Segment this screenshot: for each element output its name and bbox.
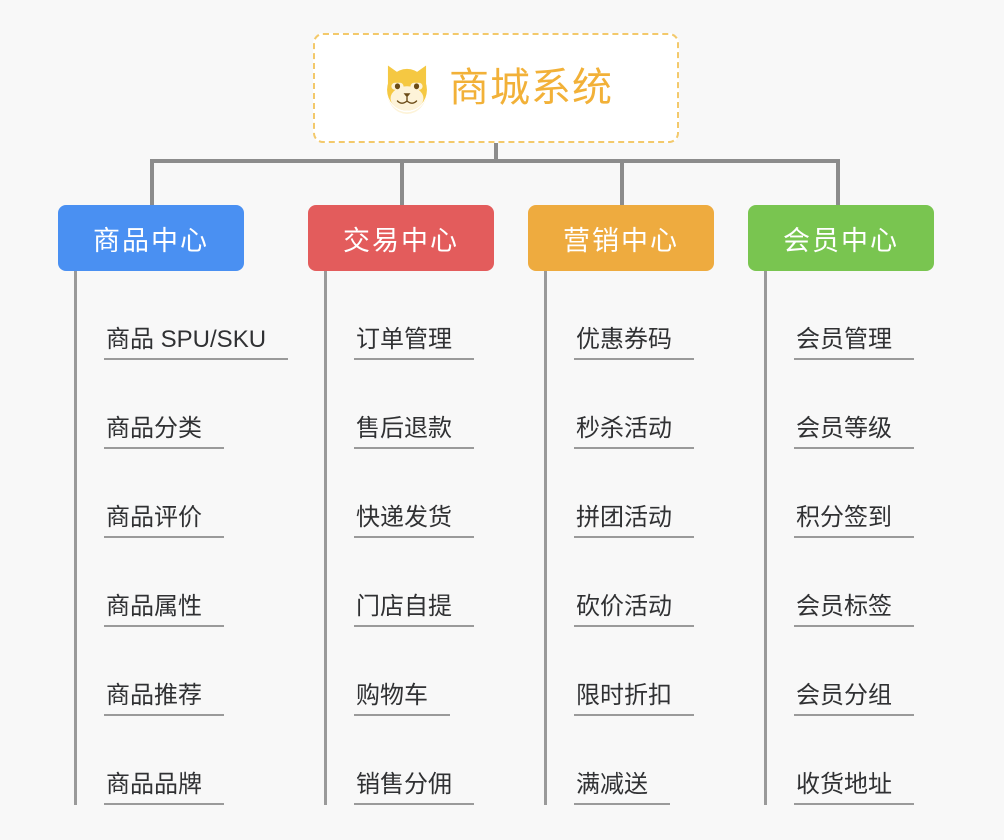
branch-column-2: 交易中心订单管理售后退款快递发货门店自提购物车销售分佣 — [308, 205, 494, 805]
leaf-item[interactable]: 秒杀活动 — [528, 360, 714, 449]
leaf-item-label: 门店自提 — [354, 593, 474, 627]
leaf-item-label: 砍价活动 — [574, 593, 694, 627]
branch-column-3: 营销中心优惠券码秒杀活动拼团活动砍价活动限时折扣满减送 — [528, 205, 714, 805]
connector-drop-2 — [400, 159, 404, 207]
leaf-item-label: 售后退款 — [354, 415, 474, 449]
leaf-item[interactable]: 商品 SPU/SKU — [58, 271, 289, 360]
leaf-item[interactable]: 收货地址 — [748, 716, 934, 805]
leaf-item-label: 商品品牌 — [104, 771, 224, 805]
connector-drop-4 — [836, 159, 840, 207]
leaf-list: 订单管理售后退款快递发货门店自提购物车销售分佣 — [308, 271, 494, 805]
root-node[interactable]: 商城系统 — [313, 33, 679, 143]
leaf-item-label: 快递发货 — [354, 504, 474, 538]
leaf-item-label: 商品属性 — [104, 593, 224, 627]
leaf-item-label: 会员等级 — [794, 415, 914, 449]
leaf-item[interactable]: 优惠券码 — [528, 271, 714, 360]
leaf-item-label: 积分签到 — [794, 504, 914, 538]
leaf-item[interactable]: 会员分组 — [748, 627, 934, 716]
leaf-item[interactable]: 满减送 — [528, 716, 714, 805]
leaf-item-label: 会员分组 — [794, 682, 914, 716]
connector-root-stem — [494, 143, 498, 163]
leaf-item[interactable]: 售后退款 — [308, 360, 494, 449]
branch-column-1: 商品中心商品 SPU/SKU 商品分类商品评价商品属性商品推荐商品品牌 — [58, 205, 289, 805]
branch-spine — [764, 271, 767, 805]
leaf-item-label: 商品评价 — [104, 504, 224, 538]
leaf-item-label: 秒杀活动 — [574, 415, 694, 449]
leaf-item-label: 拼团活动 — [574, 504, 694, 538]
leaf-item[interactable]: 销售分佣 — [308, 716, 494, 805]
leaf-item[interactable]: 商品分类 — [58, 360, 244, 449]
leaf-item-label: 商品分类 — [104, 415, 224, 449]
leaf-item-label: 优惠券码 — [574, 326, 694, 360]
leaf-item-label: 会员标签 — [794, 593, 914, 627]
leaf-item[interactable]: 限时折扣 — [528, 627, 714, 716]
leaf-item-label: 收货地址 — [794, 771, 914, 805]
leaf-item[interactable]: 商品评价 — [58, 449, 244, 538]
branch-header[interactable]: 会员中心 — [748, 205, 934, 271]
leaf-list: 会员管理会员等级积分签到会员标签会员分组收货地址 — [748, 271, 934, 805]
leaf-list: 商品 SPU/SKU 商品分类商品评价商品属性商品推荐商品品牌 — [58, 271, 289, 805]
leaf-item[interactable]: 快递发货 — [308, 449, 494, 538]
shiba-dog-emoji — [387, 65, 427, 114]
leaf-item[interactable]: 会员等级 — [748, 360, 934, 449]
leaf-item[interactable]: 商品属性 — [58, 538, 244, 627]
leaf-item-label: 满减送 — [574, 771, 670, 805]
branch-header[interactable]: 商品中心 — [58, 205, 244, 271]
connector-drop-1 — [150, 159, 154, 207]
branch-spine — [324, 271, 327, 805]
branch-header[interactable]: 营销中心 — [528, 205, 714, 271]
leaf-item[interactable]: 会员管理 — [748, 271, 934, 360]
connector-horizontal-bus — [150, 159, 840, 163]
leaf-item-label: 销售分佣 — [354, 771, 474, 805]
leaf-item[interactable]: 商品品牌 — [58, 716, 244, 805]
leaf-item[interactable]: 订单管理 — [308, 271, 494, 360]
branch-spine — [74, 271, 77, 805]
branch-spine — [544, 271, 547, 805]
leaf-item[interactable]: 积分签到 — [748, 449, 934, 538]
leaf-item-label: 限时折扣 — [574, 682, 694, 716]
leaf-item-label: 会员管理 — [794, 326, 914, 360]
leaf-item-label: 订单管理 — [354, 326, 474, 360]
leaf-item[interactable]: 门店自提 — [308, 538, 494, 627]
root-title: 商城系统 — [449, 66, 613, 110]
leaf-item[interactable]: 商品推荐 — [58, 627, 244, 716]
leaf-item[interactable]: 会员标签 — [748, 538, 934, 627]
leaf-item[interactable]: 拼团活动 — [528, 449, 714, 538]
leaf-item-label: 商品 SPU/SKU — [104, 326, 289, 360]
leaf-item[interactable]: 砍价活动 — [528, 538, 714, 627]
connector-drop-3 — [620, 159, 624, 207]
branch-header[interactable]: 交易中心 — [308, 205, 494, 271]
branch-column-4: 会员中心会员管理会员等级积分签到会员标签会员分组收货地址 — [748, 205, 934, 805]
leaf-item-label: 商品推荐 — [104, 682, 224, 716]
leaf-item[interactable]: 购物车 — [308, 627, 494, 716]
leaf-item-label: 购物车 — [354, 682, 450, 716]
leaf-list: 优惠券码秒杀活动拼团活动砍价活动限时折扣满减送 — [528, 271, 714, 805]
